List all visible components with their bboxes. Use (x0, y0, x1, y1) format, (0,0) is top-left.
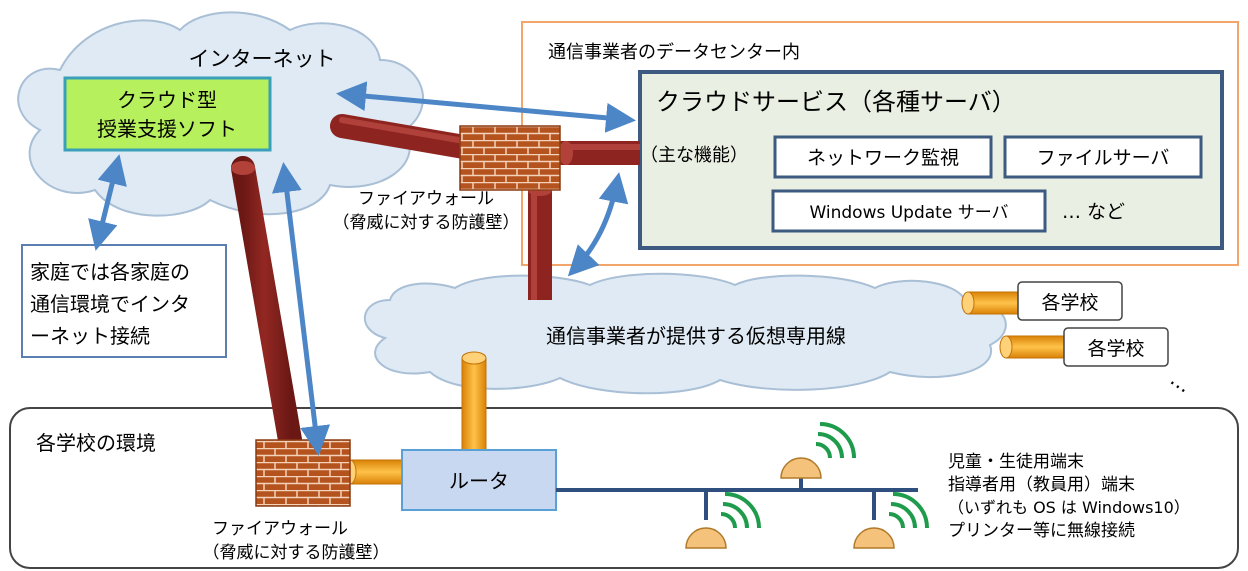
router-label: ルータ (449, 469, 509, 493)
other-school-box-2 (1063, 327, 1169, 367)
network-monitor-box (773, 135, 993, 179)
arrow-internet-home (88, 154, 127, 251)
access-point-left (685, 492, 761, 549)
firewall-bottom-label: ファイアウォール (212, 519, 348, 539)
cloud-software-label-2: 授業支援ソフト (97, 117, 237, 141)
file-server-label: ファイルサーバ (1037, 147, 1170, 169)
arrow-internet-school (271, 162, 331, 456)
devices-label-4: プリンター等に無線接続 (948, 521, 1135, 541)
devices-label-2: 指導者用（教員用）端末 (948, 475, 1135, 495)
home-label-3: ーネット接続 (30, 324, 150, 348)
firewall-bottom-sublabel: （脅威に対する防護壁） (203, 543, 390, 563)
arrow-dc-vpn (567, 172, 629, 277)
datacenter-label: 通信事業者のデータセンター内 (548, 42, 800, 63)
cloud-software-label-1: クラウド型 (117, 88, 217, 112)
other-school-box-1 (1017, 281, 1123, 321)
firewall-top (459, 125, 561, 191)
pipe-school-1 (961, 291, 1019, 315)
cloud-software-box (63, 76, 272, 152)
home-label-1: 家庭では各家庭の (30, 260, 190, 284)
access-point-right (853, 492, 929, 549)
devices-label-1: 児童・生徒用端末 (948, 452, 1084, 472)
pipe-school-2 (999, 335, 1065, 359)
lan-network (556, 460, 918, 520)
arrow-internet-dc (336, 81, 636, 133)
network-monitor-label: ネットワーク監視 (807, 147, 959, 169)
other-school-label-2: 各学校 (1087, 338, 1144, 360)
other-school-label-1: 各学校 (1041, 292, 1098, 314)
internet-label: インターネット (189, 47, 336, 71)
pipe-router-to-vpn (461, 351, 487, 455)
vpn-label: 通信事業者が提供する仮想専用線 (546, 324, 846, 348)
firewall-bottom (255, 439, 351, 507)
firewall-top-label: ファイアウォール (358, 189, 494, 209)
main-features-label: （主な機能） (640, 145, 748, 166)
home-label-2: 通信環境でインタ (30, 292, 190, 316)
home-connection-box (21, 244, 227, 358)
pipe-firewall-to-router (343, 459, 409, 485)
wu-server-label: Windows Update サーバ (809, 203, 1008, 223)
cloud-service-title: クラウドサービス（各種サーバ） (656, 88, 1016, 116)
school-environment-frame (9, 407, 1239, 569)
school-environment-label: 各学校の環境 (36, 431, 156, 455)
firewall-top-sublabel: （脅威に対する防護壁） (333, 213, 520, 233)
access-point-top (780, 422, 856, 479)
wu-server-box (771, 189, 1047, 233)
file-server-box (1003, 135, 1203, 179)
router-box (401, 449, 557, 511)
vpn-cloud (364, 272, 1007, 395)
more-schools-ellipsis: … (1166, 366, 1196, 397)
devices-label-3: （いずれも OS は Windows10） (948, 498, 1190, 517)
etc-label: … など (1062, 201, 1125, 223)
